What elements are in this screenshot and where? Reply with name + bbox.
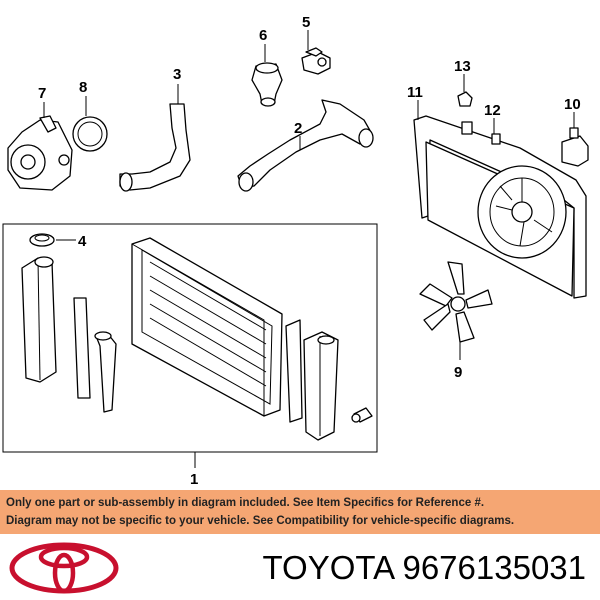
callout-2: 2 [294,120,302,137]
callout-12: 12 [484,102,501,119]
part-title: TOYOTA 9676135031 [262,548,586,588]
brand-bar: TOYOTA 9676135031 [0,534,600,600]
callout-11: 11 [407,84,423,101]
radiator-core-part [131,237,283,417]
toyota-logo-icon [9,542,119,594]
callout-6: 6 [259,27,267,44]
radiator-hose-3-part [119,84,191,192]
callout-13: 13 [454,58,471,75]
callout-9: 9 [454,364,462,381]
gasket-part [72,116,108,152]
left-tank-part [21,256,57,383]
part-number: 9676135031 [402,549,586,586]
fan-shroud-part [413,115,587,299]
callout-8: 8 [79,79,87,96]
assembly-frame [2,223,378,453]
callout-1: 1 [190,471,198,488]
water-pump-part [7,115,73,191]
callout-7: 7 [38,85,46,102]
callout-10: 10 [564,96,581,113]
filler-neck-part [251,62,283,107]
brand-name: TOYOTA [262,549,394,586]
right-tank-part [303,331,339,441]
notice-banner: Only one part or sub-assembly in diagram… [0,490,600,534]
thermo-switch-part [301,47,331,75]
radiator-hose-2-part [237,99,374,192]
fan-motor-part [561,127,589,167]
callout-3: 3 [173,66,181,83]
radiator-cap-part [29,233,55,247]
callout-4: 4 [78,233,87,250]
fan-blade-part [419,261,493,343]
tank-gasket-left [73,297,91,399]
drain-plug-part [351,407,373,423]
notice-line-1: Only one part or sub-assembly in diagram… [6,497,485,509]
clip-part [457,91,473,107]
notice-line-2: Diagram may not be specific to your vehi… [6,515,515,527]
drain-pipe-part [94,331,117,413]
parts-diagram: 7 8 3 6 5 2 [2,14,589,488]
tank-gasket-right [285,319,303,423]
callout-5: 5 [302,14,310,31]
